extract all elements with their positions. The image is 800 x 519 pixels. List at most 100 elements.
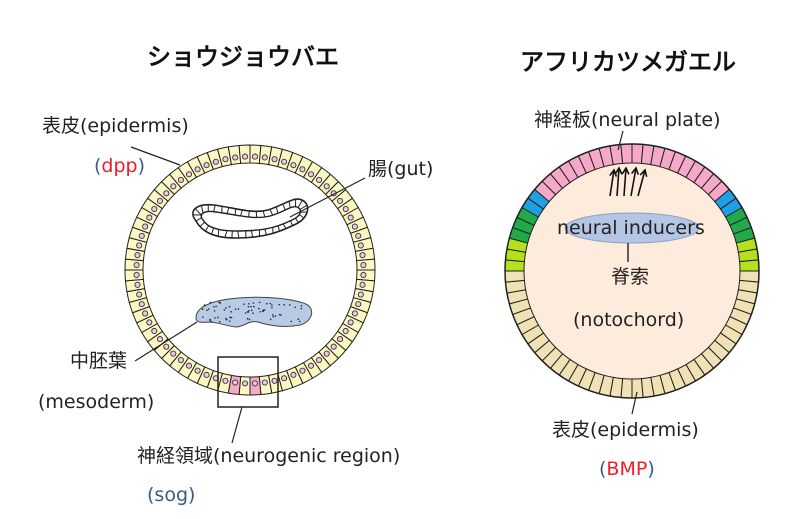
cell-nucleus xyxy=(134,281,141,288)
mesoderm-dot xyxy=(297,318,300,321)
cell-nucleus xyxy=(146,319,153,326)
cell-nucleus xyxy=(151,327,158,335)
cell-nucleus xyxy=(342,327,349,335)
arrow-head xyxy=(621,166,630,175)
notochord-jp-label: 脊索 xyxy=(611,266,650,288)
cell-nucleus xyxy=(281,375,288,382)
mesoderm-dot xyxy=(248,318,251,321)
gut-cell-wall xyxy=(211,227,215,235)
mesoderm-dot xyxy=(272,314,274,316)
mesoderm-dot xyxy=(206,309,208,312)
gut-cell-wall xyxy=(299,204,308,210)
gut-cell-wall xyxy=(204,225,210,232)
cell-nucleus xyxy=(222,377,229,384)
cell-nucleus xyxy=(299,166,306,173)
arrow-shaft xyxy=(637,169,646,197)
cell-nucleus xyxy=(212,158,219,165)
xenopus-epidermis-label: 表皮(epidermis) xyxy=(552,419,699,441)
induction-arrows xyxy=(609,166,648,197)
neural-plate-label: 神経板(neural plate) xyxy=(534,109,721,131)
mesoderm-dot xyxy=(217,316,219,319)
mesoderm-dot xyxy=(225,307,227,309)
mesoderm-dot xyxy=(250,309,253,312)
cell-nucleus xyxy=(342,205,349,213)
cell-nucleus xyxy=(151,205,158,213)
cell-nucleus xyxy=(170,183,177,190)
arrow-shaft xyxy=(630,167,637,197)
cell-nucleus xyxy=(142,310,149,317)
mesoderm-dot xyxy=(209,319,212,322)
mesoderm-dot xyxy=(272,315,275,318)
gut-cell-wall xyxy=(250,230,254,238)
cell-nucleus xyxy=(323,183,330,190)
gut-cell-wall xyxy=(199,221,205,227)
mesoderm-dot xyxy=(278,303,281,306)
xenopus-ectoderm-ring xyxy=(504,143,760,399)
mesoderm-dot xyxy=(214,317,216,319)
cell-nucleus xyxy=(163,343,170,350)
mesoderm-dot xyxy=(243,303,245,305)
mesoderm-dot xyxy=(209,301,212,304)
mesoderm-dot xyxy=(223,309,226,311)
mesoderm-dot xyxy=(280,314,282,316)
cell-nucleus xyxy=(136,291,143,298)
gut-cell-wall xyxy=(217,229,220,237)
mesoderm-dot xyxy=(226,318,228,321)
neural-inducers-label: neural inducers xyxy=(557,217,705,239)
mesoderm-dot xyxy=(213,306,215,308)
mesoderm-dot xyxy=(300,307,303,310)
sog-open-paren: ( xyxy=(147,484,155,506)
cell-nucleus xyxy=(194,367,201,374)
mesoderm-jp-label: 中胚葉 xyxy=(70,350,128,372)
mesoderm xyxy=(195,296,313,328)
cell-nucleus xyxy=(360,261,367,269)
mesoderm-dot xyxy=(244,312,247,314)
xenopus-outer-edge xyxy=(504,143,760,399)
cell-nucleus xyxy=(156,197,164,204)
mesoderm-dot xyxy=(252,312,254,315)
gut-cell-wall xyxy=(269,209,274,216)
mesoderm-dot xyxy=(258,301,261,304)
mesoderm-dot xyxy=(237,308,240,310)
mesoderm-dot xyxy=(288,304,291,306)
mesoderm-dot xyxy=(283,303,286,306)
cell-nucleus xyxy=(357,291,364,298)
cell-nucleus xyxy=(323,350,330,357)
sog-gene-label: (sog) xyxy=(147,486,195,505)
cell-nucleus xyxy=(290,371,297,378)
gut-cell-wall xyxy=(275,206,279,214)
neurogenic-region-box xyxy=(217,356,279,408)
cell-nucleus xyxy=(194,166,201,173)
gut-cell-wall xyxy=(282,203,286,211)
gut-cell-wall xyxy=(262,210,266,218)
cell-nucleus xyxy=(271,156,278,163)
dpp-open-paren: ( xyxy=(94,155,102,177)
bmp-close-paren: ) xyxy=(647,458,655,480)
mesoderm-dot xyxy=(246,311,249,313)
cell-nucleus xyxy=(299,367,306,374)
cell-nucleus xyxy=(142,223,149,230)
gut-cell-wall xyxy=(282,223,287,229)
dpp-close-paren: ) xyxy=(137,155,146,177)
gut-cell-wall xyxy=(240,209,243,217)
drosophila-epidermis-label: 表皮(epidermis) xyxy=(42,115,189,137)
mesoderm-dot xyxy=(215,305,217,308)
gut-cell-wall xyxy=(297,199,303,208)
gut-lumen xyxy=(200,205,302,232)
cell-nucleus xyxy=(316,176,323,184)
cell-nucleus xyxy=(357,242,364,249)
cell-nucleus xyxy=(203,371,210,378)
mesoderm-dot xyxy=(252,302,255,304)
mesoderm-dot xyxy=(269,302,272,305)
sog-gene-name: sog xyxy=(154,484,189,506)
cell-nucleus xyxy=(232,154,239,161)
bmp-gene-name: BMP xyxy=(606,458,648,480)
cell-nucleus xyxy=(203,162,210,169)
mesoderm-dot xyxy=(229,316,231,319)
gut-leader-line xyxy=(289,177,366,218)
cell-nucleus xyxy=(347,214,354,221)
arrow-shaft xyxy=(616,167,620,197)
arrow-head xyxy=(630,166,639,175)
cell-nucleus xyxy=(222,156,229,163)
gut-cell-wall xyxy=(213,205,216,212)
